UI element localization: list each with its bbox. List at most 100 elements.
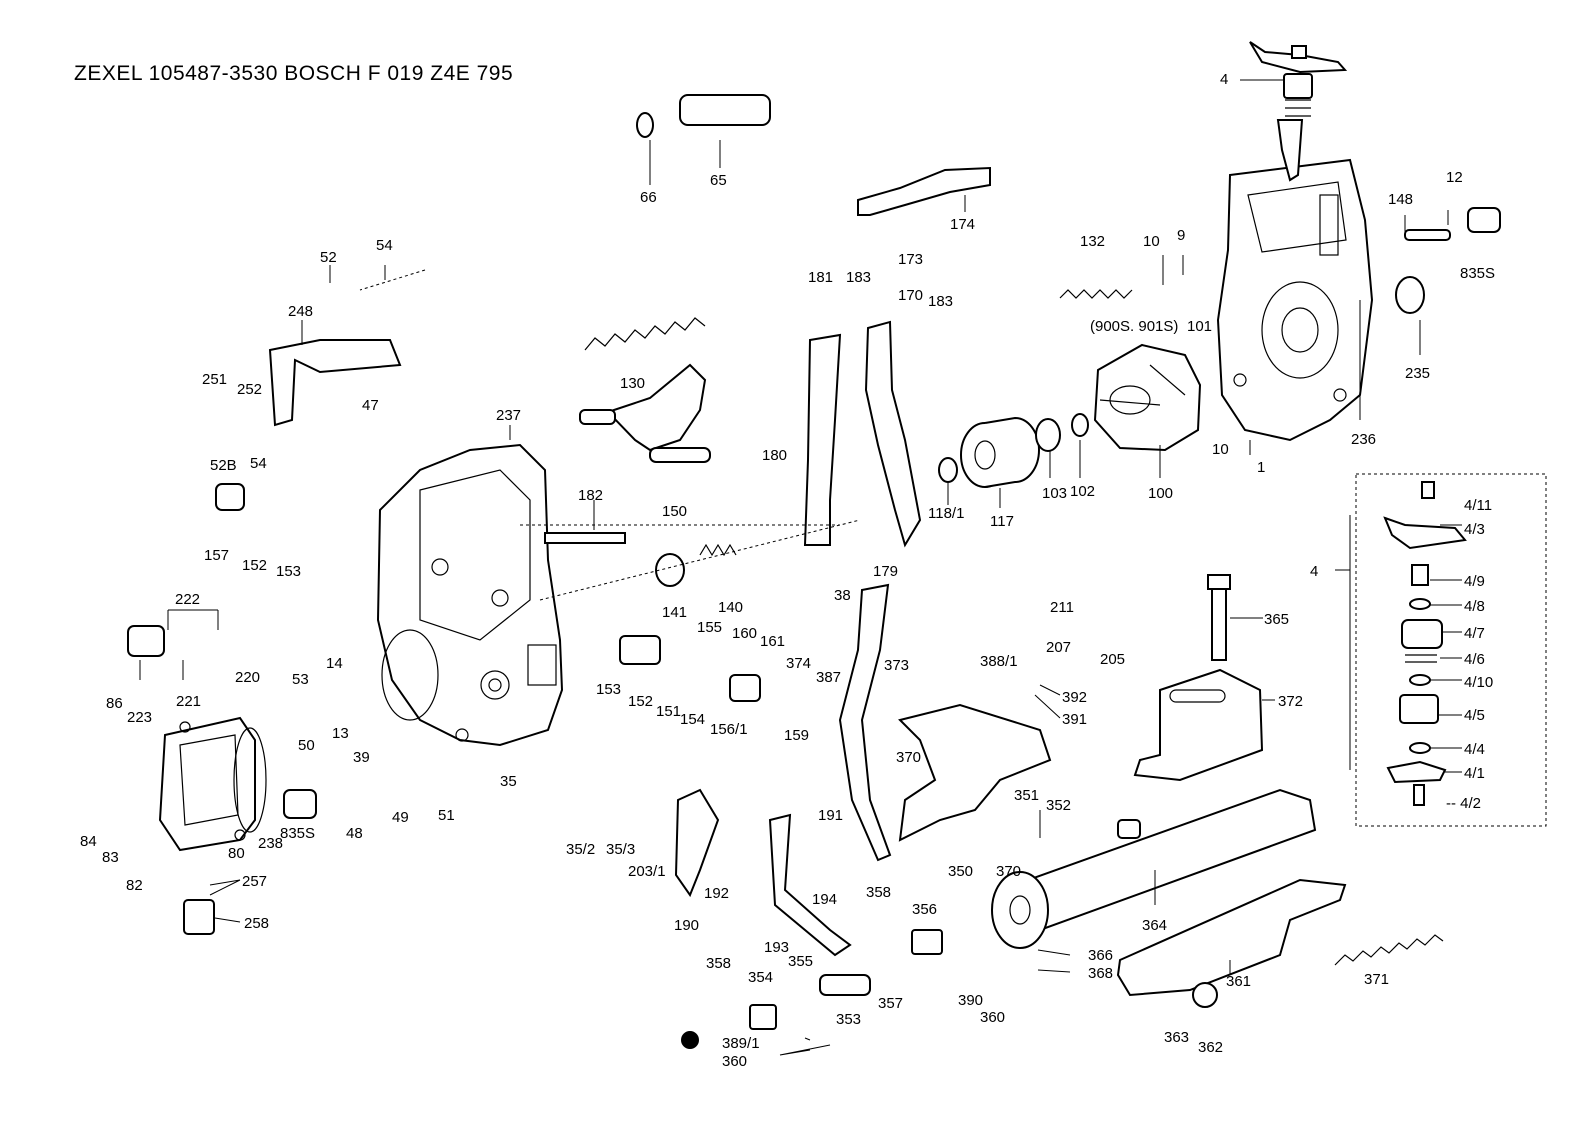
part-label: 160 xyxy=(732,625,757,642)
part-label: 350 xyxy=(948,863,973,880)
lever-150-part xyxy=(579,363,711,463)
cap-223-part xyxy=(127,625,165,657)
part-label: 153 xyxy=(596,681,621,698)
lever-170-part xyxy=(864,320,922,548)
part-label: 130 xyxy=(620,375,645,392)
part-label: 365 xyxy=(1264,611,1289,628)
part-label: 221 xyxy=(176,693,201,710)
diagram-title: ZEXEL 105487-3530 BOSCH F 019 Z4E 795 xyxy=(74,62,514,85)
sleeve-151-part xyxy=(619,635,661,665)
sensor-65-part xyxy=(679,94,771,126)
part-label: 179 xyxy=(873,563,898,580)
washer-118-part xyxy=(938,457,958,483)
part-label: 159 xyxy=(784,727,809,744)
part-label: 353 xyxy=(836,1011,861,1028)
part-label: 170 xyxy=(898,287,923,304)
part-label: 360 xyxy=(722,1053,747,1070)
part-label: 235 xyxy=(1405,365,1430,382)
part-label: 4/7 xyxy=(1464,625,1485,642)
part-label: 190 xyxy=(674,917,699,934)
bracket-361-part xyxy=(1116,878,1347,997)
part-label: 183 xyxy=(846,269,871,286)
part-label: 4/6 xyxy=(1464,651,1485,668)
part-label: 4/4 xyxy=(1464,741,1485,758)
part-label: 156/1 xyxy=(710,721,748,738)
part-label: 183 xyxy=(928,293,953,310)
part-label: 252 xyxy=(237,381,262,398)
part-label: 140 xyxy=(718,599,743,616)
part-label: 835S xyxy=(280,825,315,842)
spring-140-part xyxy=(699,543,737,557)
part-label: 351 xyxy=(1014,787,1039,804)
part-label: 211 xyxy=(1050,599,1074,616)
part-label: 248 xyxy=(288,303,313,320)
part-label: 4/10 xyxy=(1464,674,1493,691)
part-label: 222 xyxy=(175,591,200,608)
part-label: 35 xyxy=(500,773,517,790)
lever-181-part xyxy=(803,333,842,546)
part-label: 118/1 xyxy=(928,505,964,522)
cylinder-364-part xyxy=(991,788,1317,949)
bolt-258-part xyxy=(183,899,215,935)
part-label: 4/11 xyxy=(1464,497,1492,514)
part-label: 238 xyxy=(258,835,283,852)
part-label: 203/1 xyxy=(628,863,666,880)
part-label: 151 xyxy=(656,703,681,720)
part-label: 52 xyxy=(320,249,337,266)
part-label: 251 xyxy=(202,371,227,388)
lever-190-part xyxy=(674,788,720,898)
part-label: 39 xyxy=(353,749,370,766)
cup-141-part xyxy=(655,553,685,587)
part-label: 4/5 xyxy=(1464,707,1485,724)
part-label: 389/1 xyxy=(722,1035,760,1052)
bracket-193-part xyxy=(768,813,852,957)
part-label: 13 xyxy=(332,725,349,742)
part-number-labels: 4 66 65 174 173 12 148 835S 132 10 9 52 … xyxy=(80,71,1495,1070)
part-label: 372 xyxy=(1278,693,1303,710)
bolt-365-head-part xyxy=(1207,574,1231,590)
part-label: 388/1 xyxy=(980,653,1018,670)
part-label: 154 xyxy=(680,711,705,728)
part-label: 50 xyxy=(298,737,315,754)
part-label: 4 xyxy=(1310,563,1318,580)
bracket-350-part xyxy=(898,703,1052,842)
part-label: -- 4/2 xyxy=(1446,795,1481,812)
part-label: 362 xyxy=(1198,1039,1223,1056)
governor-cover-part xyxy=(376,443,564,747)
part-label: 366 xyxy=(1088,947,1113,964)
part-label: 47 xyxy=(362,397,379,414)
part-label: 355 xyxy=(788,953,813,970)
bracket-174-part xyxy=(857,166,991,216)
governor-housing-part xyxy=(1216,158,1374,442)
part-label: 387 xyxy=(816,669,841,686)
bracket-248-part xyxy=(268,339,402,427)
part-label: 48 xyxy=(346,825,363,842)
sleeve-160-part xyxy=(729,674,761,702)
part-label: 391 xyxy=(1062,711,1087,728)
o-ring-238-part xyxy=(233,727,267,833)
part-label: 223 xyxy=(127,709,152,726)
part-label: 371 xyxy=(1364,971,1389,988)
part-label: 83 xyxy=(102,849,119,866)
part-label: 4 xyxy=(1220,71,1228,88)
part-label: 390 xyxy=(958,992,983,1009)
part-label: 181 xyxy=(808,269,833,286)
part-label: 155 xyxy=(697,619,722,636)
part-label: 173 xyxy=(898,251,923,268)
pin-12-part xyxy=(1404,229,1451,241)
part-label: 14 xyxy=(326,655,343,672)
part-label: 364 xyxy=(1142,917,1167,934)
lever-373-part xyxy=(838,583,892,862)
part-label: 53 xyxy=(292,671,309,688)
part-label: 10 xyxy=(1212,441,1229,458)
flyweight-assembly-part xyxy=(1093,343,1202,452)
washer-66-part xyxy=(636,112,654,138)
part-label: 54 xyxy=(250,455,267,472)
part-label: 258 xyxy=(244,915,269,932)
part-label: 392 xyxy=(1062,689,1087,706)
ring-102-part xyxy=(1071,413,1089,437)
part-label: 82 xyxy=(126,877,143,894)
part-label: 102 xyxy=(1070,483,1095,500)
part-label: 153 xyxy=(276,563,301,580)
